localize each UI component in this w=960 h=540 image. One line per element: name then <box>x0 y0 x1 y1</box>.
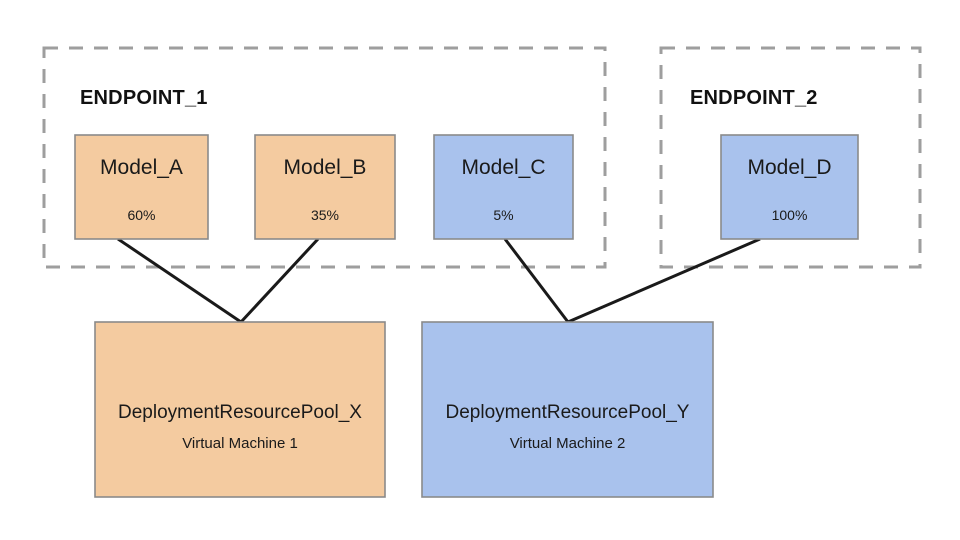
endpoint-1-frame <box>42 46 607 269</box>
pool-x-box <box>94 321 386 498</box>
endpoint-group-1[interactable]: ENDPOINT_1 <box>42 46 607 269</box>
model-c-box <box>433 134 574 240</box>
pool-y-box <box>421 321 714 498</box>
model-b-name: Model_B <box>284 156 367 179</box>
model-node-a[interactable]: Model_A 60% <box>74 134 209 240</box>
model-b-traffic-split: 35% <box>311 207 339 223</box>
pool-y-machine: Virtual Machine 2 <box>510 435 626 452</box>
model-node-c[interactable]: Model_C 5% <box>433 134 574 240</box>
model-node-b[interactable]: Model_B 35% <box>254 134 396 240</box>
model-c-traffic-split: 5% <box>493 207 513 223</box>
model-c-name: Model_C <box>461 156 545 179</box>
model-a-traffic-split: 60% <box>127 207 155 223</box>
pool-x-machine: Virtual Machine 1 <box>182 435 298 452</box>
resource-pool-x[interactable]: DeploymentResourcePool_X Virtual Machine… <box>94 321 386 498</box>
endpoint-group-2[interactable]: ENDPOINT_2 <box>659 46 922 269</box>
edge-model-b-to-pool-x <box>239 237 320 324</box>
pool-x-name: DeploymentResourcePool_X <box>118 402 362 423</box>
edge-model-d-to-pool-y <box>567 237 761 324</box>
model-b-box <box>254 134 396 240</box>
resource-pool-y[interactable]: DeploymentResourcePool_Y Virtual Machine… <box>421 321 714 498</box>
model-a-box <box>74 134 209 240</box>
model-a-name: Model_A <box>100 156 183 179</box>
model-d-traffic-split: 100% <box>772 207 808 223</box>
edge-model-c-to-pool-y <box>503 238 570 323</box>
pool-y-name: DeploymentResourcePool_Y <box>446 402 690 423</box>
edge-group <box>117 237 761 324</box>
endpoint-1-label: ENDPOINT_1 <box>80 87 208 109</box>
model-d-box <box>720 134 859 240</box>
model-d-name: Model_D <box>747 156 831 179</box>
endpoint-2-label: ENDPOINT_2 <box>690 87 818 109</box>
model-node-d[interactable]: Model_D 100% <box>720 134 859 240</box>
edge-model-a-to-pool-x <box>117 237 242 324</box>
endpoint-2-frame <box>659 46 922 269</box>
